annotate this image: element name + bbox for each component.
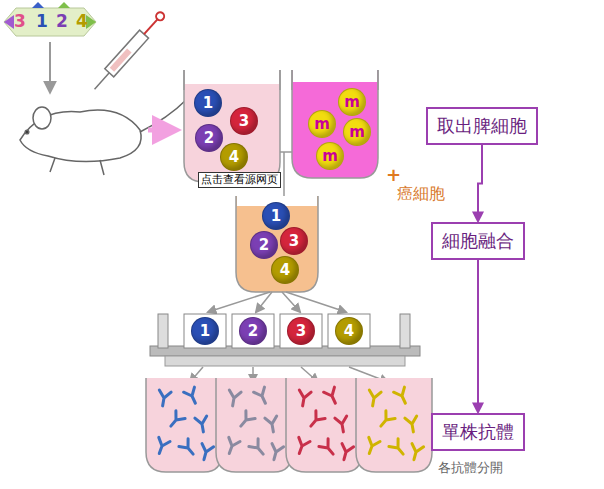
beaker xyxy=(236,196,318,292)
antigen-number: 1 xyxy=(36,11,48,31)
cell-label: 1 xyxy=(200,322,210,340)
arrow-line xyxy=(148,128,176,133)
antibody xyxy=(394,387,411,406)
cell-circle: 3 xyxy=(280,227,308,255)
antibody xyxy=(324,387,341,406)
cell-label: m xyxy=(349,123,365,141)
process-box: 細胞融合 xyxy=(431,222,525,260)
cell-circle: 4 xyxy=(220,143,248,171)
antibody xyxy=(254,387,271,406)
cell-label: 1 xyxy=(203,94,213,112)
beaker xyxy=(146,378,432,472)
cell-circle: m xyxy=(316,142,344,170)
cell-label: 3 xyxy=(296,322,306,340)
antigen-number: 2 xyxy=(56,11,68,31)
note-text: 各抗體分開 xyxy=(438,459,503,477)
antibody xyxy=(319,439,338,458)
cell-label: m xyxy=(314,115,330,133)
cell-circle: 3 xyxy=(230,107,258,135)
process-box: 取出脾細胞 xyxy=(426,107,538,145)
antibody xyxy=(297,390,311,407)
cell-label: 4 xyxy=(344,322,354,340)
process-text: 單株抗體 xyxy=(442,421,514,442)
cell-label: m xyxy=(322,147,338,165)
antibody xyxy=(198,444,213,462)
flow-arrow xyxy=(477,260,479,412)
antibody xyxy=(166,411,185,430)
beaker xyxy=(184,70,280,182)
cell-label: 1 xyxy=(271,207,281,225)
mouse xyxy=(20,100,186,175)
antigen-number: 3 xyxy=(14,11,26,31)
antibody xyxy=(157,390,171,407)
cell-label: 3 xyxy=(239,112,249,130)
cancer-cell-label: 癌細胞 xyxy=(397,184,445,205)
antibody xyxy=(184,387,201,406)
watermark: 点击查看源网页 xyxy=(198,172,281,188)
antibody xyxy=(265,416,279,433)
antibody xyxy=(335,416,349,433)
cell-label: 2 xyxy=(248,322,258,340)
flow-arrow xyxy=(478,145,482,221)
cell-circle: 4 xyxy=(335,317,363,345)
beaker xyxy=(292,70,378,178)
cell-circle: 1 xyxy=(194,89,222,117)
cell-circle: 2 xyxy=(250,231,278,259)
antibody xyxy=(294,437,310,455)
process-text: 取出脾細胞 xyxy=(437,115,527,136)
antibody xyxy=(376,411,395,430)
antibody xyxy=(154,437,170,455)
antibody xyxy=(268,444,283,462)
antibody xyxy=(179,439,198,458)
arrow-line xyxy=(208,292,346,312)
cell-circle: 4 xyxy=(271,256,299,284)
plus-sign: + xyxy=(386,164,401,185)
antibody xyxy=(224,437,240,455)
connector-line xyxy=(280,152,292,196)
cell-label: 3 xyxy=(289,232,299,250)
cell-circle: 2 xyxy=(239,317,267,345)
cell-circle: m xyxy=(308,110,336,138)
process-text: 細胞融合 xyxy=(442,230,514,251)
antibody xyxy=(405,416,419,433)
cell-circle: 2 xyxy=(195,124,223,152)
antibody xyxy=(389,439,408,458)
arrow-line xyxy=(49,42,51,92)
antibody xyxy=(306,411,325,430)
antigen-number: 4 xyxy=(76,11,88,31)
well-tray xyxy=(150,314,420,366)
antigen-shape: 3124 xyxy=(2,2,98,42)
cell-label: m xyxy=(344,93,360,111)
antibody-group xyxy=(154,387,424,461)
cell-label: 2 xyxy=(259,236,269,254)
syringe xyxy=(90,9,167,93)
antibody xyxy=(236,411,255,430)
cell-circle: m xyxy=(343,118,371,146)
cell-circle: 1 xyxy=(262,202,290,230)
antibody xyxy=(364,437,380,455)
process-box: 單株抗體 xyxy=(431,413,525,451)
antibody xyxy=(249,439,268,458)
cell-label: 4 xyxy=(229,148,239,166)
cell-circle: 1 xyxy=(191,317,219,345)
antibody xyxy=(338,444,353,462)
cell-circle: 3 xyxy=(287,317,315,345)
antibody xyxy=(367,390,381,407)
cell-circle: m xyxy=(338,88,366,116)
cell-label: 4 xyxy=(280,261,290,279)
antibody xyxy=(408,444,423,462)
cell-label: 2 xyxy=(204,129,214,147)
antibody xyxy=(195,416,209,433)
antibody xyxy=(227,390,241,407)
